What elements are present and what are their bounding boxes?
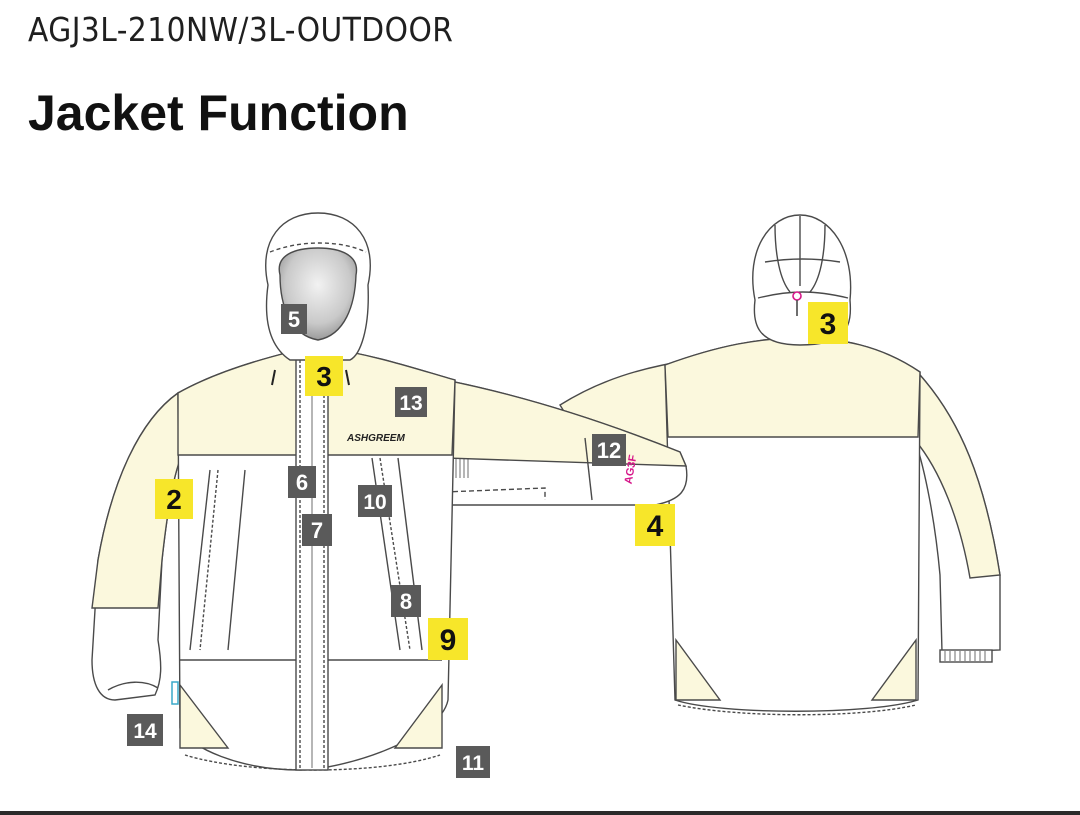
hem-cord-tab [171, 681, 179, 705]
callout-13: 13 [395, 387, 427, 417]
callout-12: 12 [592, 434, 626, 466]
front-lower-left-panel [179, 682, 230, 749]
hood-adjuster [792, 291, 802, 301]
back-lower-left-panel [675, 637, 722, 701]
back-right-cuff [939, 649, 993, 663]
callout-11: 11 [456, 746, 490, 778]
back-view-jacket [559, 214, 1001, 716]
callout-5: 5 [281, 304, 307, 334]
svg-text:11: 11 [462, 752, 485, 775]
svg-text:12: 12 [597, 438, 621, 463]
svg-text:5: 5 [288, 307, 300, 332]
page-title: Jacket Function [28, 85, 409, 141]
sleeve-logo: AG3F [623, 454, 640, 485]
back-lower-right-panel [870, 637, 917, 701]
svg-text:8: 8 [400, 589, 412, 614]
callout-4: 4 [635, 504, 675, 546]
back-right-sleeve-yoke [914, 373, 1001, 579]
callout-10: 10 [358, 485, 392, 517]
svg-text:13: 13 [399, 392, 422, 415]
callout-7: 7 [302, 514, 332, 546]
callout-3-front: 3 [305, 356, 343, 396]
front-lower-right-panel [393, 682, 443, 749]
chest-logo: ASHGREEM [346, 433, 405, 444]
svg-text:10: 10 [363, 491, 386, 514]
model-code: AGJ3L-210NW/3L-OUTDOOR [28, 10, 454, 49]
svg-text:2: 2 [166, 484, 182, 515]
svg-text:4: 4 [647, 510, 664, 543]
svg-text:3: 3 [316, 361, 332, 392]
front-left-sleeve-yoke [91, 391, 183, 609]
svg-text:3: 3 [820, 308, 837, 341]
callout-3-back: 3 [808, 302, 848, 344]
back-yoke [664, 337, 921, 438]
svg-text:7: 7 [311, 518, 323, 543]
callout-14: 14 [127, 714, 163, 746]
svg-text:14: 14 [133, 720, 157, 743]
callout-9: 9 [428, 618, 468, 660]
bottom-divider [0, 811, 1080, 815]
callout-2: 2 [155, 479, 193, 519]
callout-8: 8 [391, 585, 421, 617]
svg-text:6: 6 [296, 470, 308, 495]
callout-6: 6 [288, 466, 316, 498]
svg-text:9: 9 [440, 624, 457, 657]
